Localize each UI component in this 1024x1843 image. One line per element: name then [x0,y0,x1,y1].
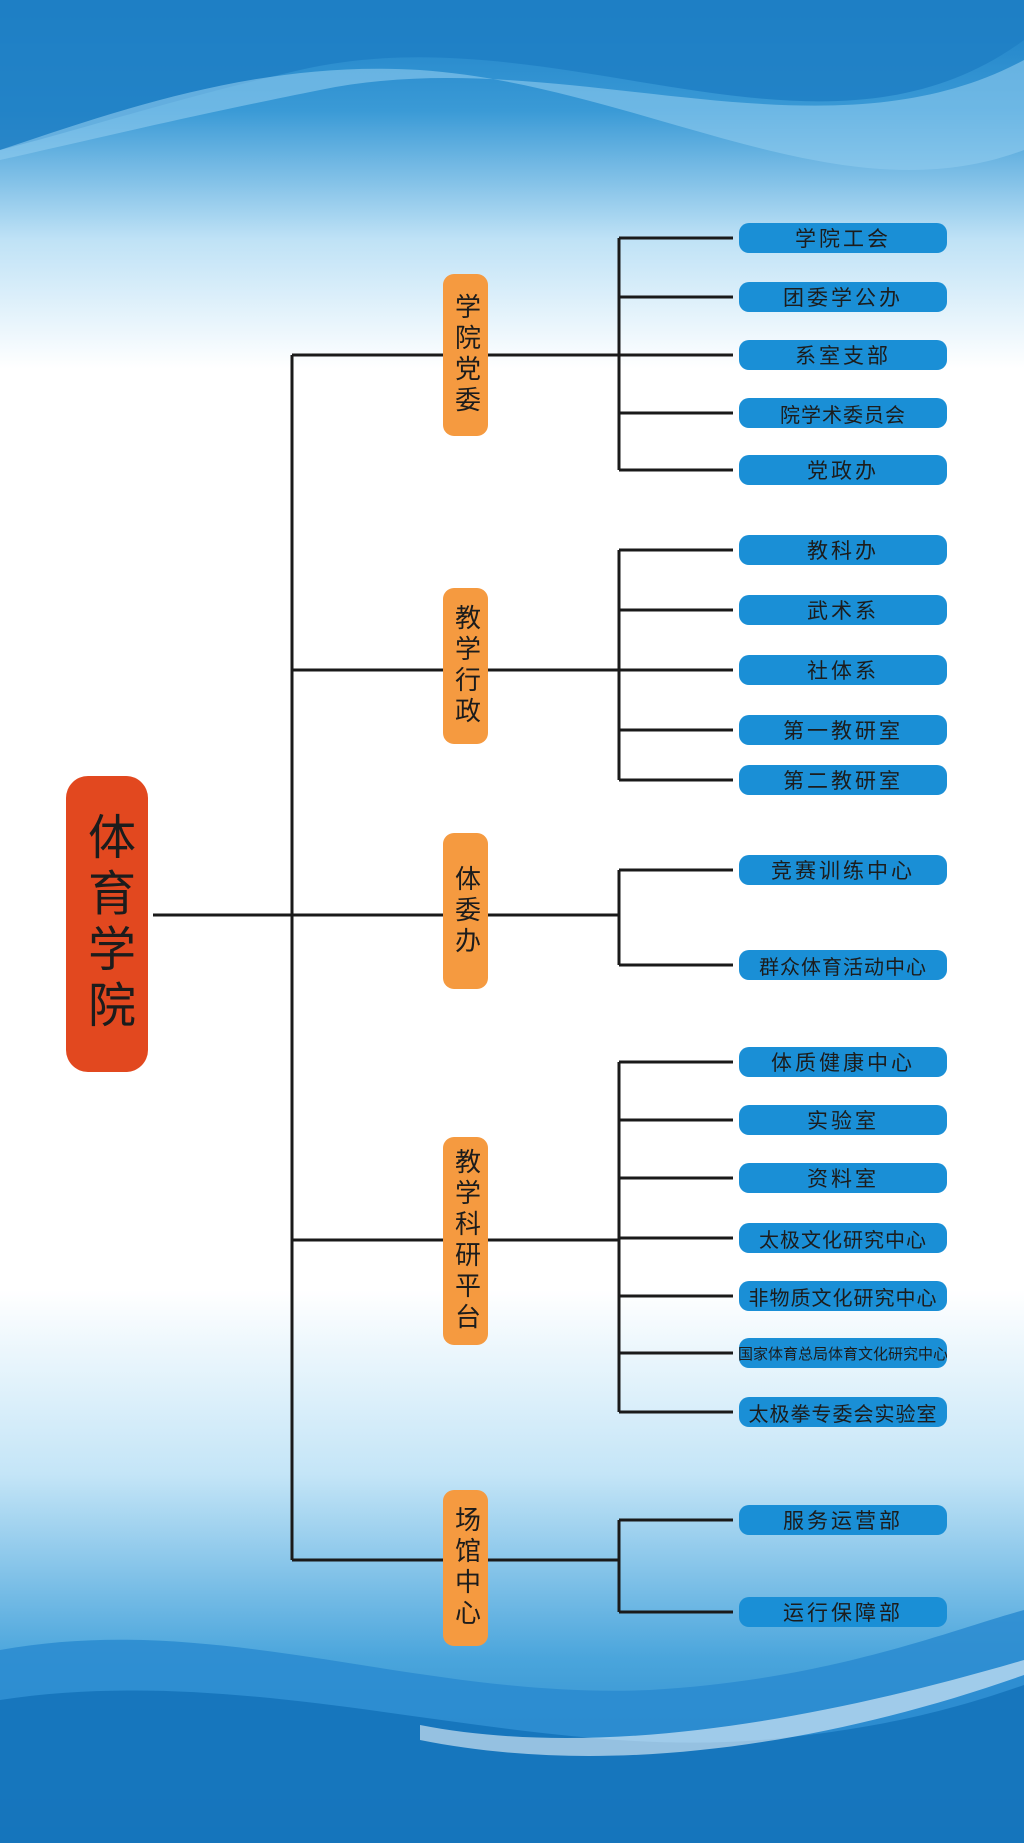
unit-node: 运行保障部 [739,1597,947,1627]
department-node-sports-committee-office: 体委办 [443,833,488,989]
unit-node: 非物质文化研究中心 [739,1281,947,1311]
department-node-research-platform: 教学科研平台 [443,1137,488,1345]
unit-node: 国家体育总局体育文化研究中心 [739,1338,947,1368]
unit-node: 教科办 [739,535,947,565]
department-node-teaching-admin: 教学行政 [443,588,488,744]
unit-node: 体质健康中心 [739,1047,947,1077]
department-label: 教学行政 [450,604,481,728]
unit-node: 院学术委员会 [739,398,947,428]
unit-node: 太极文化研究中心 [739,1223,947,1253]
unit-node: 第一教研室 [739,715,947,745]
unit-node: 系室支部 [739,340,947,370]
department-label: 教学科研平台 [450,1148,481,1334]
unit-node: 党政办 [739,455,947,485]
unit-node: 团委学公办 [739,282,947,312]
unit-node: 服务运营部 [739,1505,947,1535]
unit-node: 太极拳专委会实验室 [739,1397,947,1427]
unit-node: 第二教研室 [739,765,947,795]
unit-node: 社体系 [739,655,947,685]
department-label: 体委办 [450,864,481,958]
unit-node: 实验室 [739,1105,947,1135]
unit-node: 武术系 [739,595,947,625]
department-node-party-committee: 学院党委 [443,274,488,436]
unit-node: 群众体育活动中心 [739,950,947,980]
unit-node: 资料室 [739,1163,947,1193]
root-node: 体育学院 [66,776,148,1072]
unit-node: 竞赛训练中心 [739,855,947,885]
department-label: 场馆中心 [450,1506,481,1630]
department-label: 学院党委 [450,293,481,417]
unit-node: 学院工会 [739,223,947,253]
root-node-label: 体育学院 [79,812,135,1036]
department-node-venue-center: 场馆中心 [443,1490,488,1646]
